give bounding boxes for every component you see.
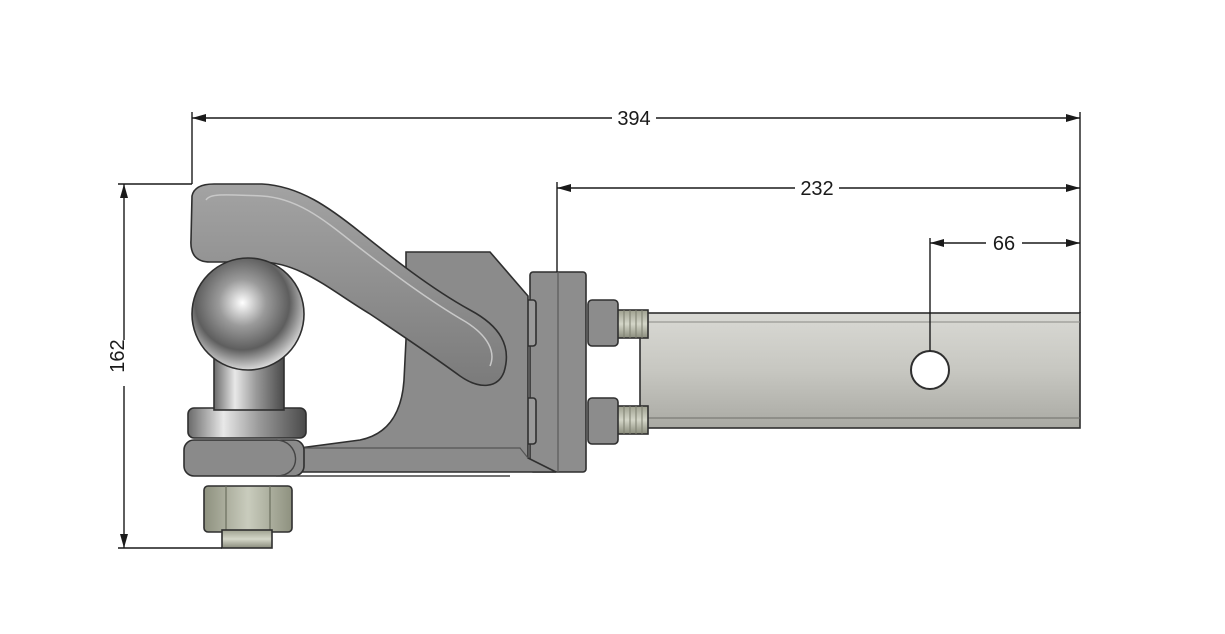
pin-hole xyxy=(910,350,950,390)
dimension-pin-hole-offset: 66 xyxy=(929,233,1080,351)
dimension-overall-height-label: 162 xyxy=(107,339,129,372)
plate-nut-lower-right xyxy=(587,397,619,445)
dimension-receiver-length: 232 xyxy=(556,178,1080,272)
dimension-overall-length-label: 394 xyxy=(617,108,650,130)
hook-bracket xyxy=(299,251,557,473)
ball-nut xyxy=(203,485,293,533)
ball-mount-collar xyxy=(183,407,510,477)
ball-thread xyxy=(221,529,273,549)
dimension-pin-hole-offset-label: 66 xyxy=(993,233,1015,255)
dimension-overall-length: 394 xyxy=(191,108,1081,313)
dimension-overall-height: 162 xyxy=(107,183,222,549)
dimension-receiver-length-label: 232 xyxy=(800,178,833,200)
plate-nut-upper-right xyxy=(587,299,619,347)
hook-arm xyxy=(190,183,508,387)
tow-ball xyxy=(191,257,305,411)
receiver-tube xyxy=(639,312,1081,429)
